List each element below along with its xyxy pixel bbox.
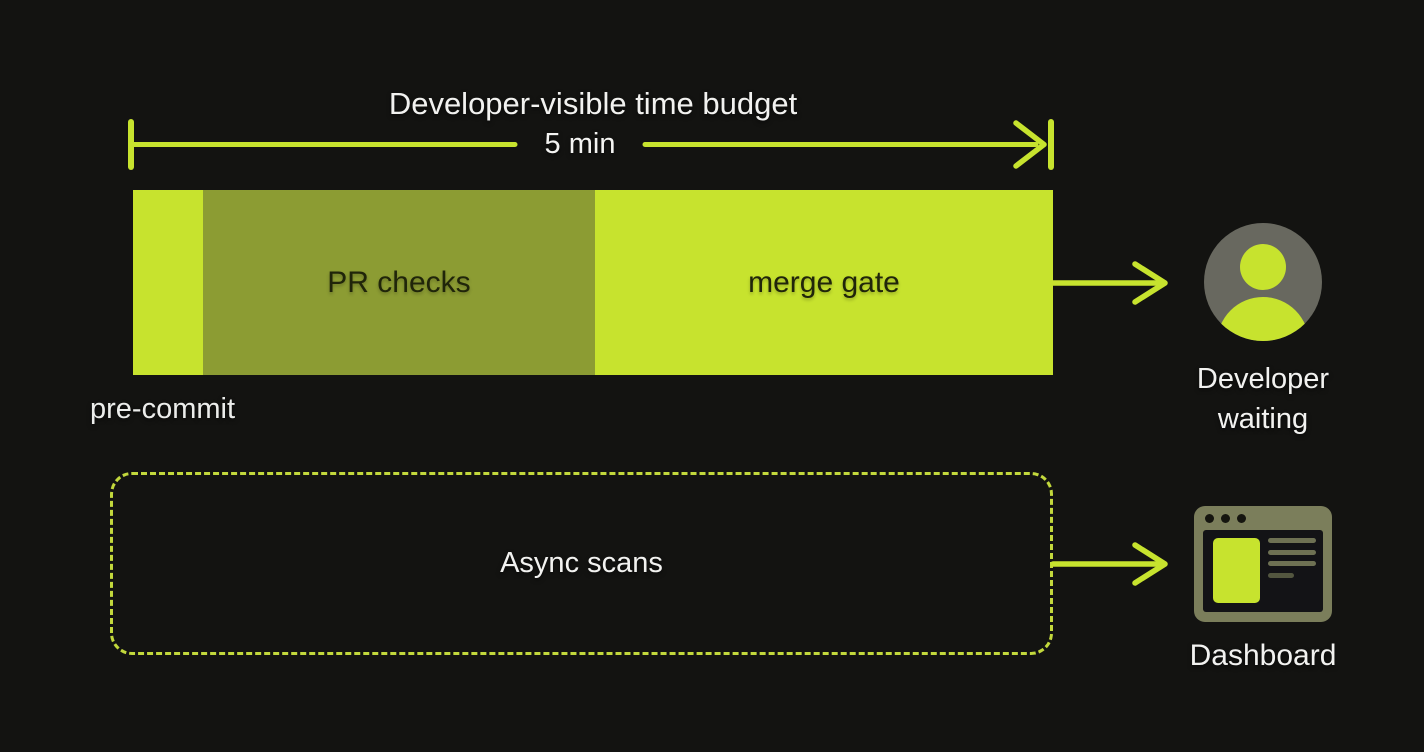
browser-dot	[1237, 514, 1246, 523]
segment-pre-commit	[133, 190, 203, 375]
segment-pr-checks: PR checks	[203, 190, 595, 375]
dashboard-icon	[1194, 506, 1332, 622]
segment-merge-gate-label: merge gate	[748, 265, 900, 299]
arrow-to-developer-icon	[1050, 261, 1168, 305]
time-budget-title: Developer-visible time budget	[388, 86, 798, 121]
avatar-shoulders	[1217, 297, 1309, 341]
avatar-head	[1240, 244, 1286, 290]
developer-avatar-icon	[1204, 223, 1322, 341]
segment-merge-gate: merge gate	[595, 190, 1053, 375]
async-scans-box: Async scans	[110, 472, 1053, 655]
pipeline-bar: PR checks merge gate	[133, 190, 1053, 375]
browser-dot	[1205, 514, 1214, 523]
pre-commit-label: pre-commit	[90, 393, 236, 425]
duration-label: 5 min	[544, 128, 616, 160]
developer-waiting-caption: Developer waiting	[1196, 363, 1330, 436]
dashboard-panel	[1213, 538, 1260, 603]
dashboard-text-line	[1268, 561, 1316, 566]
dashboard-text-line	[1268, 573, 1294, 578]
browser-dots	[1205, 514, 1246, 523]
arrow-to-dashboard-icon	[1050, 542, 1168, 586]
browser-screen	[1203, 530, 1323, 612]
dashboard-text-line	[1268, 550, 1316, 555]
segment-pr-checks-label: PR checks	[327, 265, 471, 299]
dashboard-caption: Dashboard	[1189, 639, 1337, 672]
time-budget-measure-arrow-icon	[128, 119, 1054, 170]
dashboard-text-line	[1268, 538, 1316, 543]
browser-dot	[1221, 514, 1230, 523]
async-scans-label: Async scans	[500, 547, 663, 579]
